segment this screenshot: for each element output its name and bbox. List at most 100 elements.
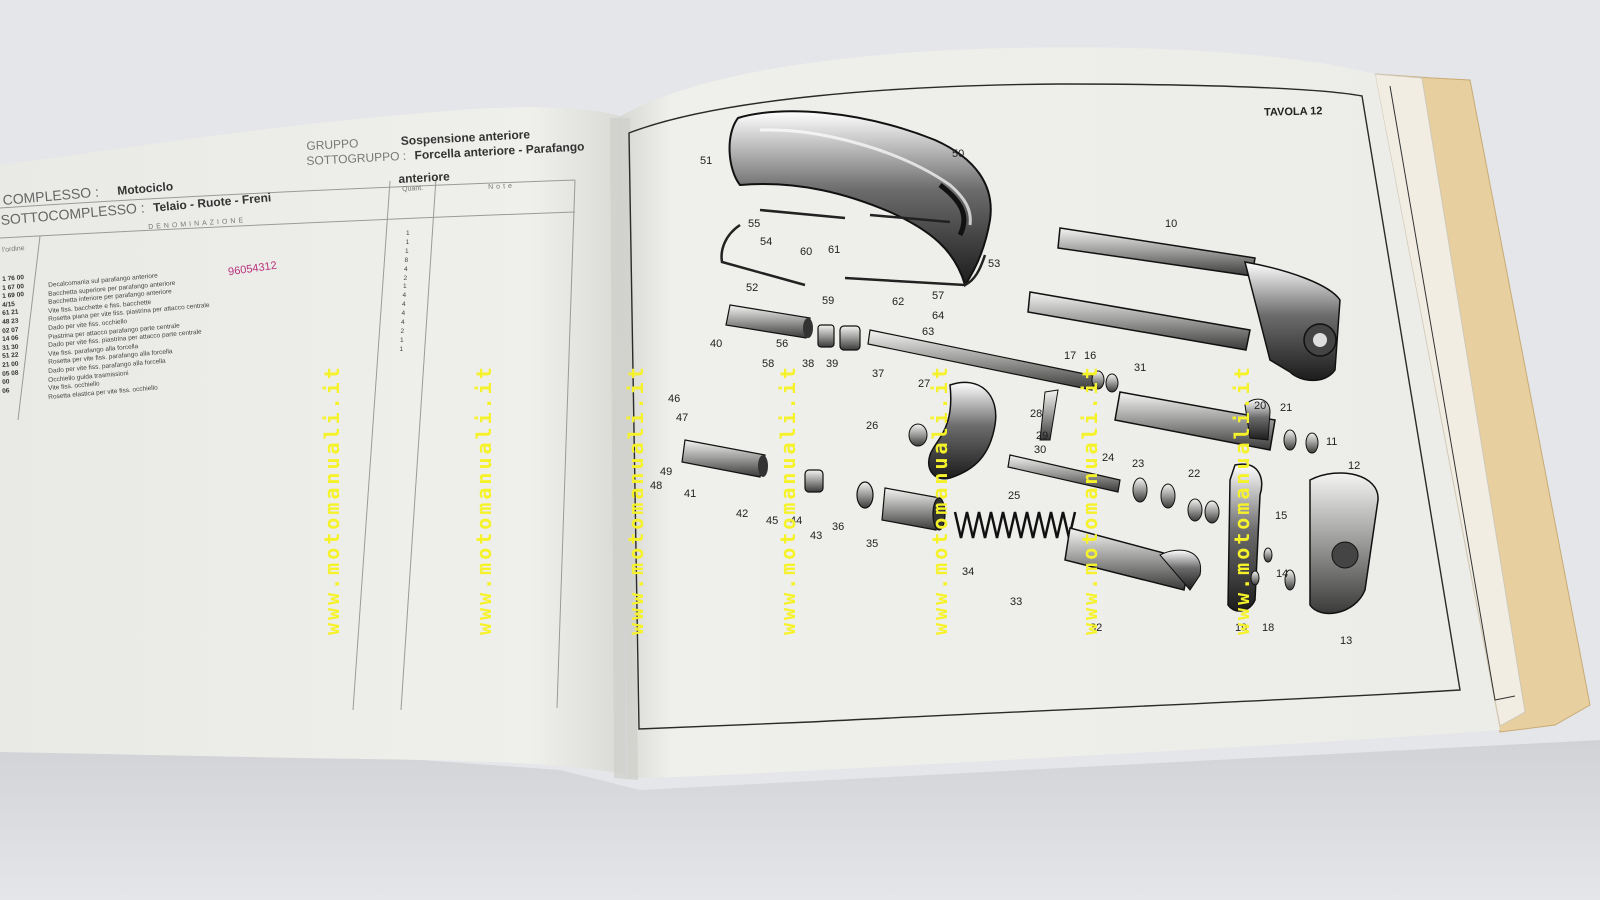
part-number-label: 30 — [1034, 444, 1047, 456]
part-number-label: 61 — [828, 244, 841, 256]
part-number-label: 23 — [1132, 458, 1145, 470]
table-row-code: 21 00 — [2, 360, 19, 369]
part-number-label: 52 — [746, 282, 759, 294]
part-number-label: 54 — [760, 236, 773, 248]
table-row-quantity: 2 — [403, 274, 408, 282]
part-number-label: 22 — [1188, 468, 1201, 480]
part-number-label: 55 — [748, 218, 761, 230]
watermark-text: www.motomanuali.it — [472, 364, 496, 635]
table-row-quantity: 1 — [405, 247, 409, 255]
table-row-quantity: 1 — [400, 336, 404, 344]
part-number-label: 51 — [700, 155, 713, 167]
table-row-quantity: 1 — [406, 230, 410, 237]
right-page — [618, 47, 1500, 778]
part-number-label: 19 — [1235, 622, 1248, 634]
part-number-label: 57 — [932, 290, 945, 302]
part-number-label: 41 — [684, 488, 697, 500]
table-row-quantity: 4 — [404, 265, 408, 273]
table-row-code: 1 76 00 — [2, 274, 25, 283]
spring-drawing — [953, 511, 1077, 539]
fender-stays — [720, 208, 987, 287]
part-number-label: 48 — [650, 480, 663, 492]
part-number-label: 44 — [790, 515, 803, 527]
table-row-code: 1 67 00 — [2, 282, 25, 292]
part-number-label: 31 — [1134, 362, 1147, 374]
lower-legs-drawing — [1064, 391, 1276, 591]
back-page-frame-line — [1389, 85, 1516, 701]
part-number-label: 64 — [932, 310, 945, 322]
tube-drawing — [867, 329, 1096, 391]
part-number-label: 53 — [988, 258, 1001, 270]
part-number-label: 32 — [1090, 622, 1103, 634]
part-number-label: 47 — [676, 412, 689, 424]
part-number-label: 36 — [832, 521, 845, 533]
table-row-code: 51 22 — [2, 351, 19, 361]
table-row-code: 4/15 — [2, 300, 16, 309]
table-row-quantity: 8 — [404, 256, 409, 264]
part-number-label: 39 — [826, 358, 839, 370]
part-number-label: 12 — [1348, 460, 1361, 472]
part-number-label: 35 — [866, 538, 879, 550]
part-number-label: 29 — [1036, 430, 1049, 442]
table-row-quantity: 1 — [405, 238, 410, 246]
washers-drawing — [1091, 370, 1319, 591]
watermark-text: www.motomanuali.it — [1078, 364, 1102, 635]
watermark-text: www.motomanuali.it — [624, 364, 648, 635]
col-ordine: l'ordine — [2, 245, 25, 254]
back-pages — [1374, 73, 1526, 727]
part-number-label: 33 — [1010, 596, 1023, 608]
watermark-text: www.motomanuali.it — [320, 364, 344, 635]
part-number-label: 16 — [1084, 350, 1097, 362]
part-number-label: 24 — [1102, 452, 1115, 464]
part-number-label: 50 — [952, 148, 965, 160]
part-number-label: 13 — [1340, 635, 1353, 647]
part-number-label: 56 — [776, 338, 789, 350]
table-row-code: 02 07 — [2, 326, 19, 335]
table-row-quantity: 4 — [401, 310, 406, 318]
table-row-quantity: 1 — [403, 283, 407, 291]
left-table-lines — [0, 177, 576, 711]
sottogruppo-value-2: anteriore — [398, 169, 451, 186]
part-number-label: 62 — [892, 296, 905, 308]
table-row-quantity: 1 — [399, 345, 404, 353]
part-number-label: 18 — [1262, 622, 1275, 634]
part-number-label: 60 — [800, 246, 813, 258]
part-number-label: 58 — [762, 358, 775, 370]
part-number-label: 25 — [1008, 490, 1021, 502]
part-number-label: 45 — [766, 515, 779, 527]
table-row-quantity: 4 — [402, 292, 407, 300]
handwritten-stamp: 96054312 — [227, 259, 278, 279]
table-row-quantity: 4 — [401, 319, 405, 326]
left-page — [0, 107, 625, 776]
table-row-code: 31 30 — [2, 343, 19, 352]
part-number-label: 42 — [736, 508, 749, 520]
watermark-text: www.motomanuali.it — [776, 364, 800, 635]
part-number-label: 15 — [1275, 510, 1288, 522]
fork-legs-drawing — [1027, 227, 1341, 382]
part-number-label: 37 — [872, 368, 885, 380]
part-number-label: 14 — [1276, 568, 1289, 580]
table-row-code: 06 — [2, 387, 10, 395]
clamp-drawing — [908, 381, 1059, 480]
fork-tube-drawing — [681, 304, 813, 478]
col-quant: Quant. — [402, 184, 424, 193]
part-number-label: 63 — [922, 326, 935, 338]
part-number-label: 59 — [822, 295, 835, 307]
complesso-value: Motociclo — [116, 179, 174, 198]
col-denominazione: DENOMINAZIONE — [148, 217, 247, 231]
watermark-text: www.motomanuali.it — [928, 364, 952, 635]
table-row-code: 05 08 — [2, 369, 19, 378]
part-number-label: 28 — [1030, 408, 1043, 420]
part-number-label: 17 — [1064, 350, 1077, 362]
part-number-label: 20 — [1254, 400, 1267, 412]
bushings-drawing — [804, 324, 946, 531]
part-number-label: 34 — [962, 566, 975, 578]
part-number-label: 10 — [1165, 218, 1178, 230]
diagram-frame — [628, 83, 1461, 730]
table-row-quantity: 4 — [402, 301, 406, 309]
part-number-label: 21 — [1280, 402, 1293, 414]
table-row-code: 1 69 00 — [2, 291, 25, 301]
part-number-label: 38 — [802, 358, 815, 370]
